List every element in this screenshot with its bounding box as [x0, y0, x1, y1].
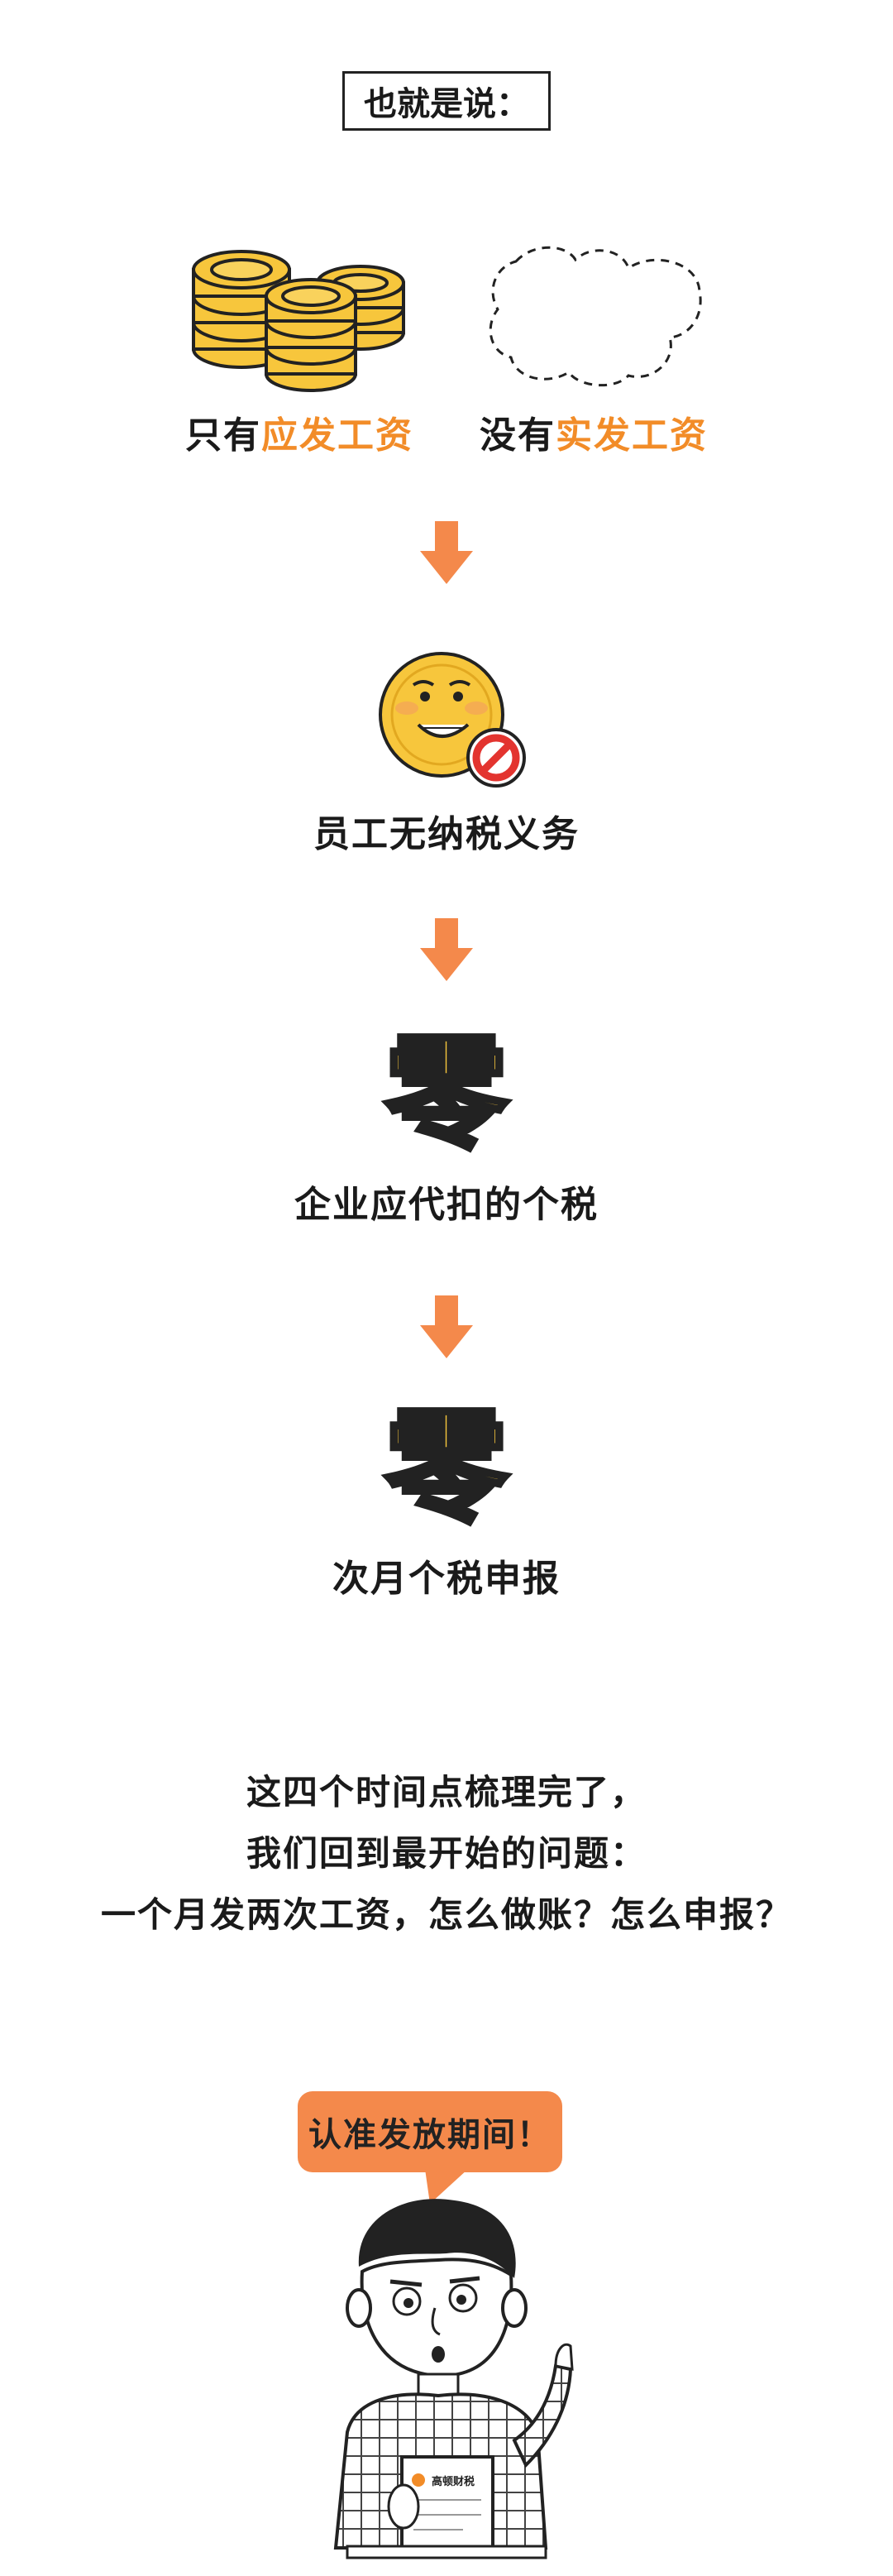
paragraph-line: 一个月发两次工资，怎么做账？怎么申报？ — [100, 1894, 792, 1935]
speech-bubble: 认准发放期间！ — [298, 2091, 562, 2172]
summary-paragraph: 这四个时间点梳理完了， 我们回到最开始的问题： 一个月发两次工资，怎么做账？怎么… — [0, 1762, 893, 1946]
paragraph-line: 这四个时间点梳理完了， — [246, 1772, 647, 1812]
coins-label-highlight: 应发工资 — [261, 414, 413, 457]
heading-text: 也就是说： — [364, 85, 529, 123]
heading-box: 也就是说： — [342, 71, 551, 131]
step2-label: 企业应代扣的个税 — [294, 1184, 599, 1226]
card-brand-text: 高顿财税 — [432, 2475, 475, 2488]
down-arrow-icon — [420, 1295, 473, 1358]
step3-label: 次月个税申报 — [332, 1558, 561, 1600]
speech-bubble-text: 认准发放期间！ — [308, 2116, 552, 2154]
coin-stack-icon — [192, 250, 405, 392]
empty-label-highlight: 实发工资 — [556, 414, 708, 457]
empty-label-prefix: 没有 — [480, 414, 556, 457]
speech-bubble-tail — [425, 2169, 468, 2204]
smiley-coin-icon — [379, 652, 526, 788]
zero-char: 零 — [382, 1396, 510, 1541]
empty-label: 没有实发工资 — [470, 405, 718, 458]
zero-char: 零 — [382, 1022, 510, 1167]
coins-label: 只有应发工资 — [175, 405, 423, 458]
empty-outline-icon — [489, 246, 702, 387]
cartoon-man-illustration: 高顿财税 — [333, 2199, 574, 2559]
paragraph-line: 我们回到最开始的问题： — [246, 1833, 647, 1874]
down-arrow-icon — [420, 918, 473, 981]
down-arrow-icon — [420, 521, 473, 584]
step1-label: 员工无纳税义务 — [313, 813, 580, 855]
coins-label-prefix: 只有 — [185, 414, 261, 457]
